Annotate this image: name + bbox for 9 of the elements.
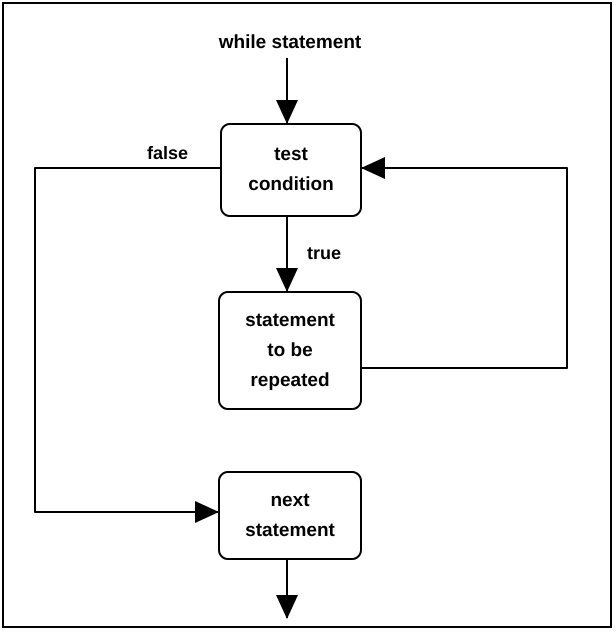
arrow: [276, 560, 298, 619]
arrow: [34, 167, 220, 523]
process-box: test condition: [220, 123, 362, 217]
process-box: statement to be repeated: [218, 291, 362, 410]
arrow: [276, 217, 298, 292]
arrow: [276, 58, 298, 124]
process-box: next statement: [218, 471, 362, 560]
arrow: [361, 157, 568, 369]
start-label: while statement: [200, 28, 380, 58]
